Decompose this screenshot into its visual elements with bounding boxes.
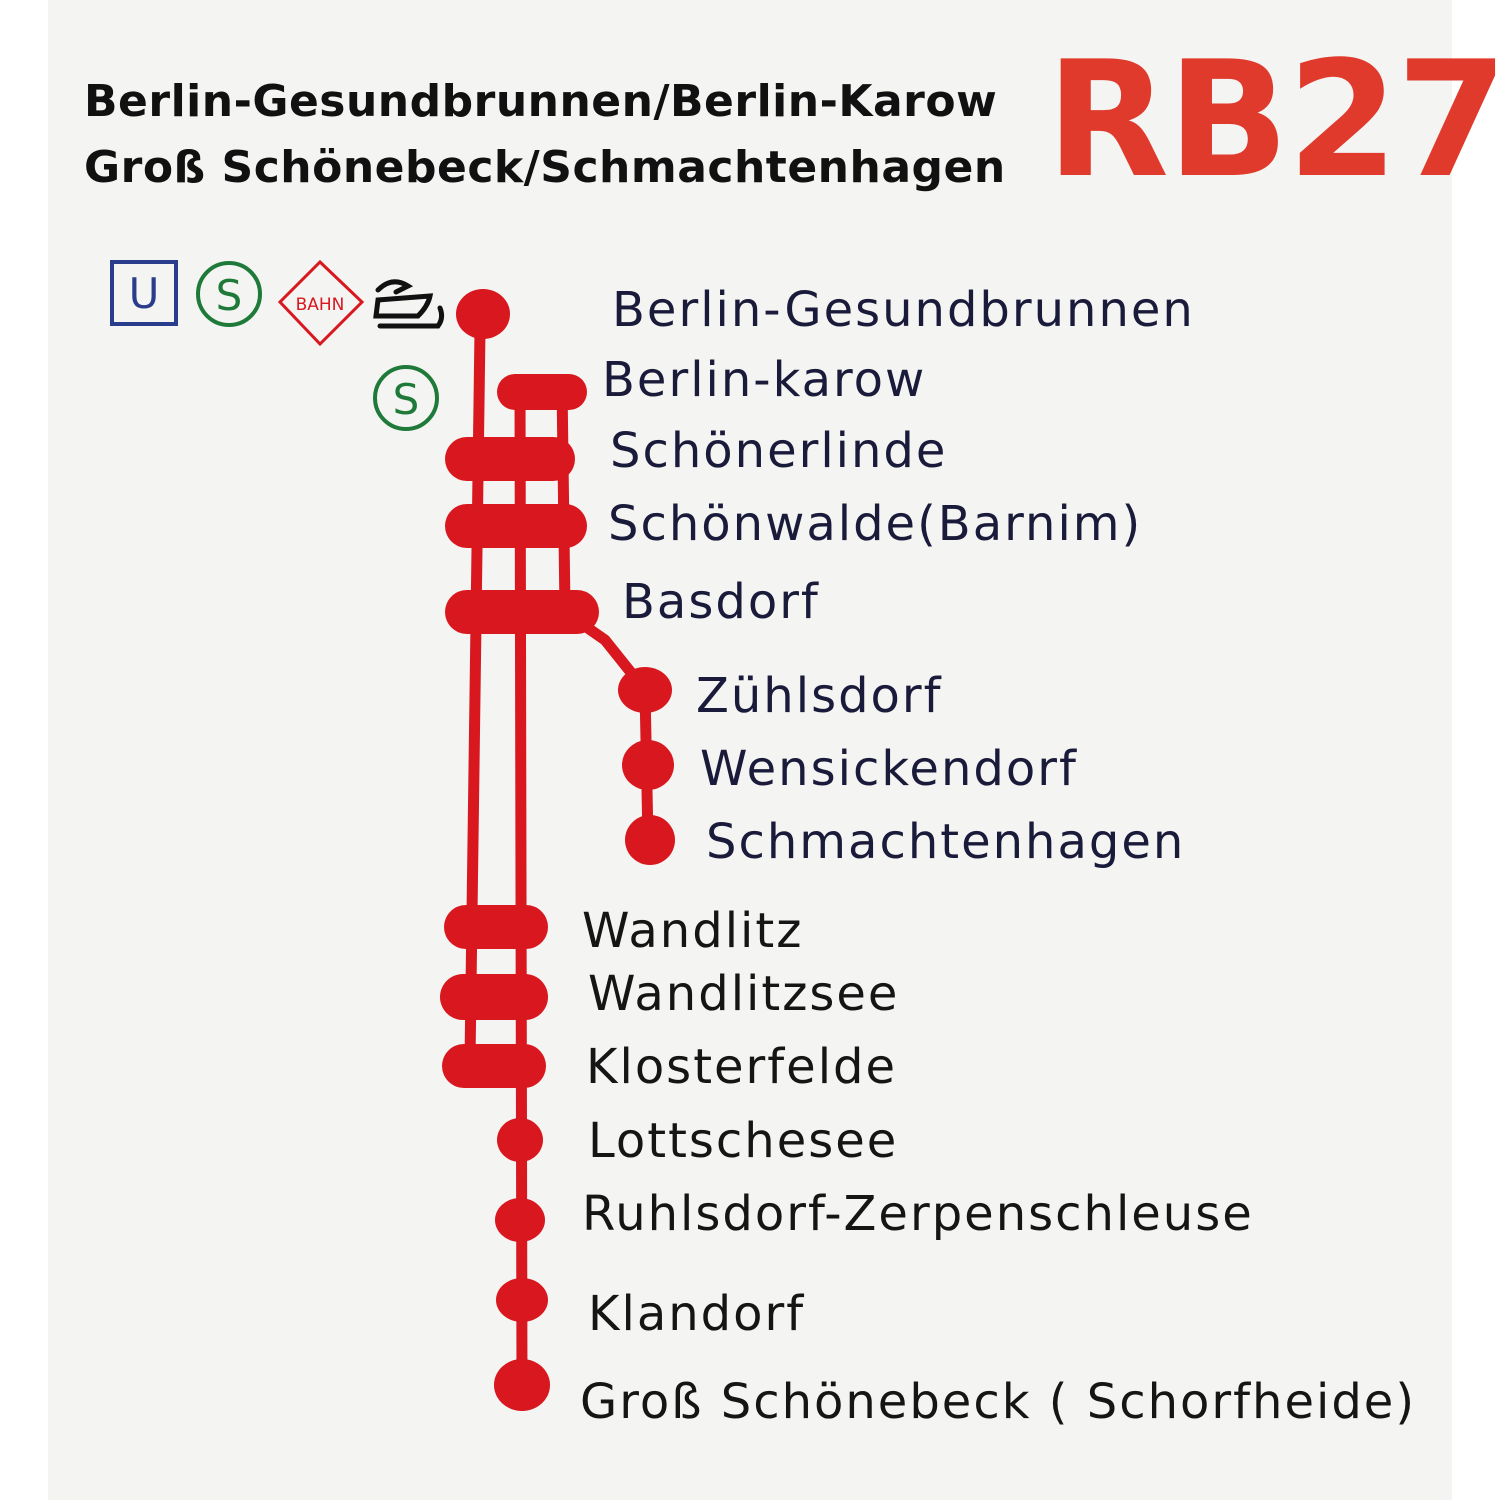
ubahn-icon: U (110, 260, 178, 326)
station-labels: Berlin-GesundbrunnenBerlin-karowSchönerl… (580, 282, 1416, 1430)
svg-text:S: S (216, 271, 243, 320)
station-label-schönerlinde: Schönerlinde (610, 423, 947, 479)
station-marker-groß-schönebeck-schorfheide (494, 1359, 550, 1411)
station-label-wensickendorf: Wensickendorf (700, 741, 1078, 797)
db-bahn-icon: BAHN (277, 259, 365, 347)
station-label-schmachtenhagen: Schmachtenhagen (706, 814, 1185, 870)
station-marker-wensickendorf (622, 740, 674, 790)
svg-text:BAHN: BAHN (296, 295, 345, 315)
station-marker-wandlitzsee (440, 974, 548, 1020)
station-marker-basdorf (445, 590, 599, 634)
route-title-line-2: Groß Schönebeck/Schmachtenhagen (84, 142, 1006, 193)
station-marker-schönerlinde (445, 437, 575, 481)
station-label-lottschesee: Lottschesee (588, 1113, 898, 1169)
sbahn-icon: S (196, 261, 262, 327)
svg-text:U: U (129, 269, 160, 318)
station-label-wandlitzsee: Wandlitzsee (588, 966, 899, 1022)
station-marker-zühlsdorf (618, 667, 672, 713)
station-marker-berlin-karow (497, 374, 587, 410)
track-segment-3 (556, 379, 571, 616)
track-segment-4 (556, 604, 654, 846)
station-marker-berlin-gesundbrunnen (456, 289, 510, 339)
station-label-groß-schönebeck-schorfheide: Groß Schönebeck ( Schorfheide) (580, 1374, 1416, 1430)
station-label-klandorf: Klandorf (588, 1286, 805, 1342)
station-label-berlin-karow: Berlin-karow (602, 352, 926, 408)
station-marker-schmachtenhagen (625, 815, 675, 865)
station-label-zühlsdorf: Zühlsdorf (696, 668, 943, 724)
station-marker-schönwalde-barnim (445, 504, 587, 548)
station-label-klosterfelde: Klosterfelde (586, 1039, 897, 1095)
station-marker-klosterfelde (442, 1044, 546, 1088)
station-label-ruhlsdorf-zerpenschleuse: Ruhlsdorf-Zerpenschleuse (582, 1186, 1254, 1242)
station-marker-wandlitz (444, 905, 548, 949)
ship-icon (373, 279, 445, 329)
karow-sbahn-icon: S (373, 365, 439, 431)
svg-text:S: S (393, 375, 420, 424)
station-marker-klandorf (496, 1278, 548, 1322)
line-number: RB27 (1046, 26, 1500, 213)
route-title-line-1: Berlin-Gesundbrunnen/Berlin-Karow (84, 76, 998, 127)
station-marker-ruhlsdorf-zerpenschleuse (495, 1198, 545, 1242)
station-label-basdorf: Basdorf (622, 574, 820, 630)
station-markers (440, 289, 675, 1411)
paper-background (48, 0, 1452, 1500)
station-label-wandlitz: Wandlitz (582, 903, 803, 959)
station-label-schönwalde-barnim: Schönwalde(Barnim) (608, 496, 1142, 552)
station-marker-lottschesee (497, 1118, 543, 1162)
station-label-berlin-gesundbrunnen: Berlin-Gesundbrunnen (612, 282, 1195, 338)
